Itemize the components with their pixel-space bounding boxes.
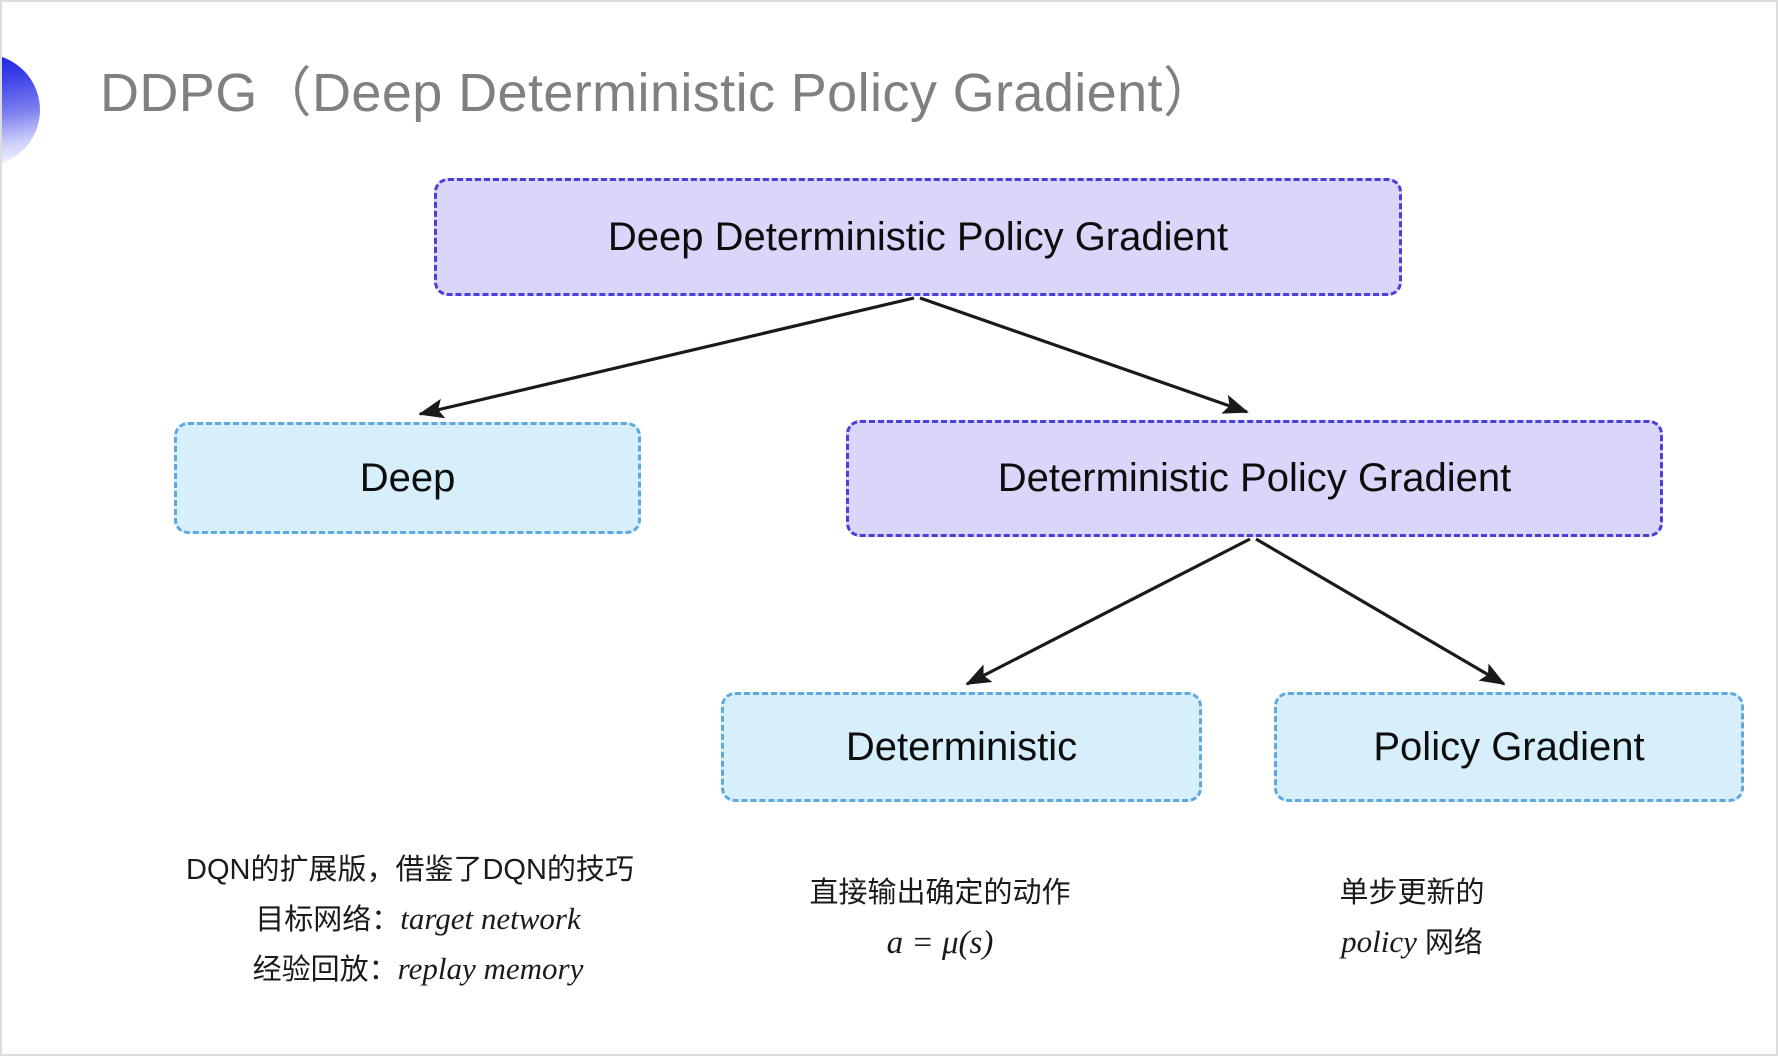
- caption-deterministic-formula: a = μ(s): [886, 924, 994, 961]
- caption-policy-gradient-line1: 单步更新的: [1339, 877, 1485, 909]
- caption-deterministic: 直接输出确定的动作 a = μ(s): [750, 870, 1130, 970]
- caption-deep-line3-label: 经验回放：: [252, 954, 398, 987]
- tree-node-deterministic[interactable]: Deterministic: [721, 692, 1202, 802]
- tree-node-deterministic-policy-gradient[interactable]: Deterministic Policy Gradient: [846, 420, 1663, 537]
- caption-deep-line3: 经验回放：replay memory: [150, 944, 670, 994]
- page-title: DDPG（Deep Deterministic Policy Gradient）: [100, 63, 1218, 123]
- caption-policy-gradient: 单步更新的 policy 网络: [1252, 870, 1572, 967]
- caption-policy-gradient-term: policy: [1341, 923, 1417, 959]
- caption-deep: DQN的扩展版，借鉴了DQN的技巧 目标网络：target network 经验…: [150, 847, 670, 994]
- half-circle-gradient-icon: [2, 54, 40, 166]
- caption-policy-gradient-line2: policy 网络: [1252, 917, 1572, 967]
- caption-policy-gradient-label: 网络: [1416, 926, 1483, 959]
- caption-deep-line3-term: replay memory: [397, 951, 584, 987]
- edge-dpg-policy-gradient: [1255, 537, 1506, 686]
- caption-deep-line1: DQN的扩展版，借鉴了DQN的技巧: [186, 854, 634, 886]
- tree-node-policy-gradient[interactable]: Policy Gradient: [1274, 692, 1744, 802]
- tree-node-deep[interactable]: Deep: [174, 422, 641, 534]
- edge-root-deep: [418, 296, 915, 419]
- caption-deep-line2-term: target network: [400, 900, 581, 936]
- caption-deep-line2: 目标网络：target network: [150, 894, 670, 944]
- edge-root-dpg: [919, 296, 1249, 414]
- tree-node-root[interactable]: Deep Deterministic Policy Gradient: [434, 178, 1402, 296]
- caption-deterministic-line1: 直接输出确定的动作: [809, 877, 1071, 909]
- edge-dpg-deterministic: [965, 537, 1251, 686]
- caption-deep-line2-label: 目标网络：: [255, 903, 401, 936]
